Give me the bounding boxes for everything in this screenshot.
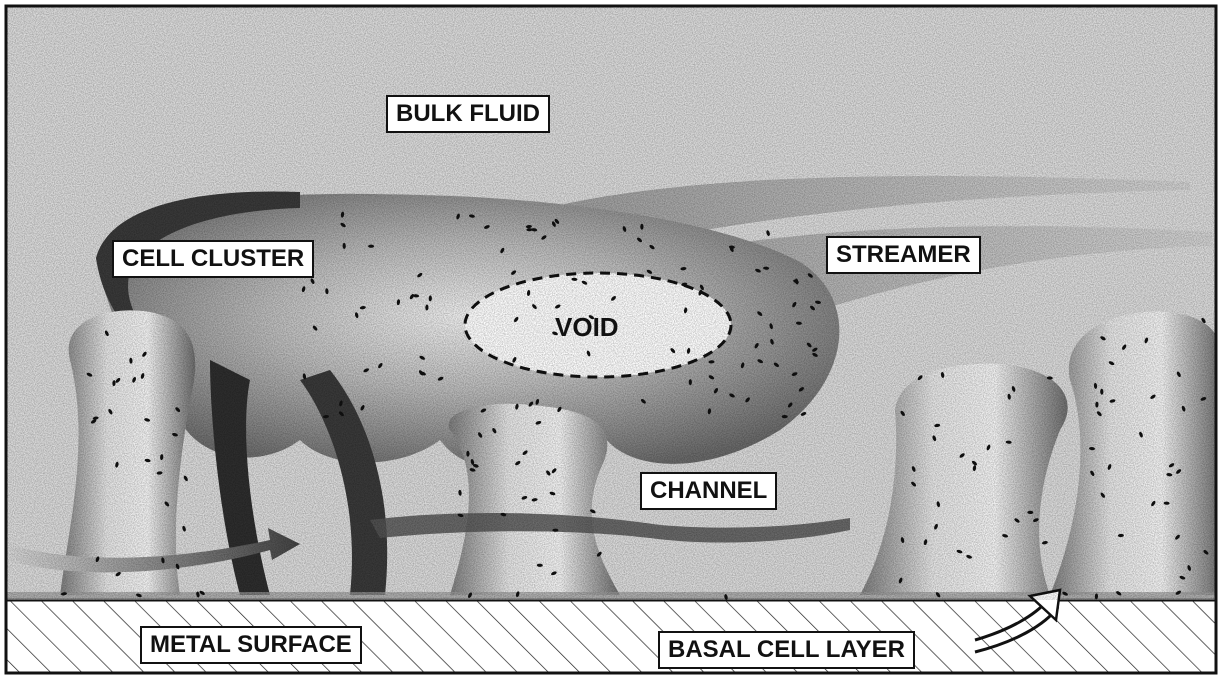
label-streamer: STREAMER	[826, 236, 981, 274]
label-metal-surface: METAL SURFACE	[140, 626, 362, 664]
texture-overlay	[0, 0, 1222, 600]
label-void: VOID	[555, 312, 619, 343]
label-basal-cell-layer: BASAL CELL LAYER	[658, 631, 915, 669]
label-channel: CHANNEL	[640, 472, 777, 510]
label-bulk-fluid: BULK FLUID	[386, 95, 550, 133]
label-cell-cluster: CELL CLUSTER	[112, 240, 314, 278]
